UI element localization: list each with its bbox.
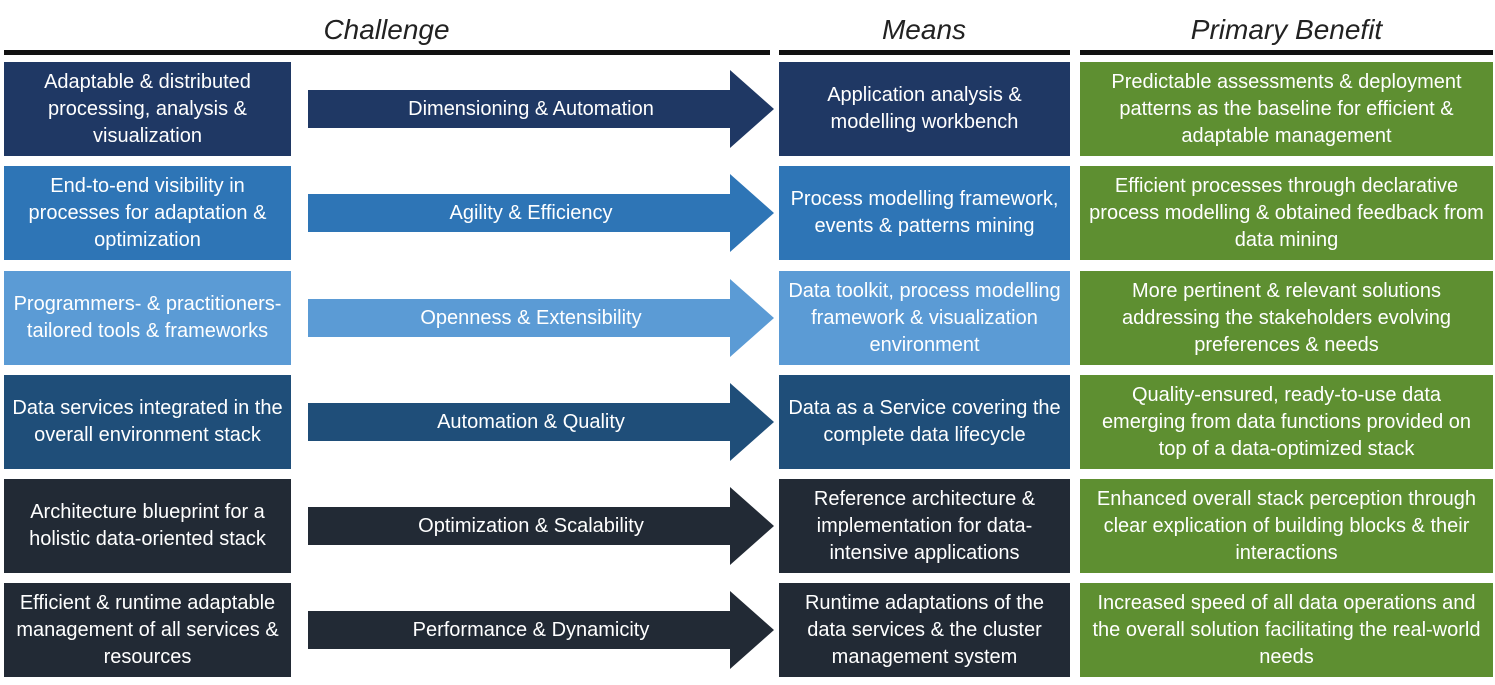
benefit-box: Enhanced overall stack perception throug…: [1080, 479, 1493, 573]
means-box: Runtime adaptations of the data services…: [779, 583, 1070, 677]
benefit-box: Efficient processes through declarative …: [1080, 166, 1493, 260]
arrow: Automation & Quality: [308, 383, 774, 461]
arrow-label: Optimization & Scalability: [418, 514, 644, 537]
benefit-box: Increased speed of all data operations a…: [1080, 583, 1493, 677]
means-box: Data as a Service covering the complete …: [779, 375, 1070, 469]
challenge-box: Efficient & runtime adaptable management…: [4, 583, 291, 677]
arrow: Optimization & Scalability: [308, 487, 774, 565]
challenge-box: Architecture blueprint for a holistic da…: [4, 479, 291, 573]
means-box: Process modelling framework, events & pa…: [779, 166, 1070, 260]
arrow-label: Performance & Dynamicity: [412, 618, 650, 641]
arrow-label: Automation & Quality: [437, 410, 625, 433]
arrow-shape: [308, 591, 774, 669]
challenge-box: Programmers- & practitioners- tailored t…: [4, 271, 291, 365]
arrow-label: Openness & Extensibility: [420, 306, 642, 329]
arrow-shape: [308, 70, 774, 148]
benefit-box: More pertinent & relevant solutions addr…: [1080, 271, 1493, 365]
arrow-shape: [308, 487, 774, 565]
challenge-box: End-to-end visibility in processes for a…: [4, 166, 291, 260]
arrow: Agility & Efficiency: [308, 174, 774, 252]
arrow-shape: [308, 383, 774, 461]
arrow-label: Dimensioning & Automation: [408, 97, 654, 120]
benefit-box: Quality-ensured, ready-to-use data emerg…: [1080, 375, 1493, 469]
challenge-box: Data services integrated in the overall …: [4, 375, 291, 469]
arrow-label: Agility & Efficiency: [449, 201, 613, 224]
means-box: Reference architecture & implementation …: [779, 479, 1070, 573]
arrow-shape: [308, 174, 774, 252]
header-challenge: Challenge: [323, 14, 450, 45]
header-means: Means: [881, 14, 967, 45]
means-box: Application analysis & modelling workben…: [779, 62, 1070, 156]
means-box: Data toolkit, process modelling framewor…: [779, 271, 1070, 365]
challenge-box: Adaptable & distributed processing, anal…: [4, 62, 291, 156]
header-benefit: Primary Benefit: [1190, 14, 1383, 45]
arrow: Performance & Dynamicity: [308, 591, 774, 669]
header-rule-challenge: [4, 50, 770, 55]
benefit-box: Predictable assessments & deployment pat…: [1080, 62, 1493, 156]
arrow: Dimensioning & Automation: [308, 70, 774, 148]
arrow: Openness & Extensibility: [308, 279, 774, 357]
arrow-shape: [308, 279, 774, 357]
header-rule-means: [779, 50, 1070, 55]
header-rule-benefit: [1080, 50, 1493, 55]
